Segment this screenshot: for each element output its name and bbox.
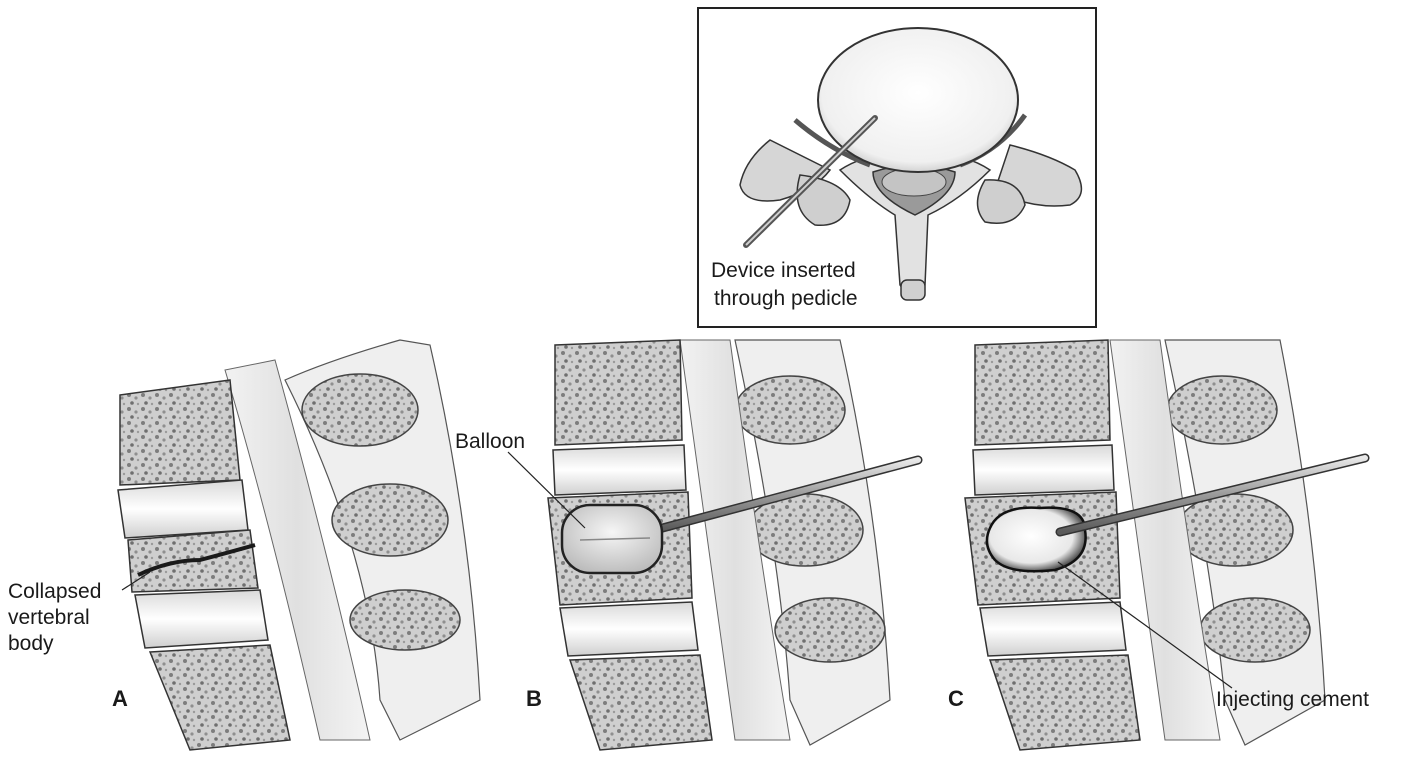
- disc-c-2: [980, 602, 1126, 656]
- disc-b-1: [553, 445, 686, 495]
- vertebra-c-top: [975, 340, 1110, 445]
- disc-c-1: [973, 445, 1114, 495]
- caption-b: Balloon: [455, 430, 525, 453]
- caption-c: Injecting cement: [1216, 688, 1369, 711]
- cement-mass: [987, 508, 1086, 572]
- vertebra-c-bottom: [990, 655, 1140, 750]
- caption-a-line3: body: [8, 632, 54, 655]
- caption-a-line2: vertebral: [8, 606, 90, 629]
- disc-a-2: [135, 590, 268, 648]
- panel-a: Collapsed vertebral body A: [8, 340, 480, 750]
- disc-a-1: [118, 480, 248, 538]
- vertebra-b-top: [555, 340, 682, 445]
- panel-letter-a: A: [112, 686, 128, 711]
- collapsed-vertebra-a: [128, 530, 258, 592]
- panel-c: Injecting cement C: [948, 340, 1369, 750]
- vertebra-a-bottom: [150, 645, 290, 750]
- panel-letter-b: B: [526, 686, 542, 711]
- inset-caption-line2: through pedicle: [714, 287, 858, 310]
- vertebra-a-top: [120, 380, 240, 485]
- disc-b-2: [560, 602, 698, 656]
- caption-a-line1: Collapsed: [8, 580, 101, 603]
- vertebra-b-bottom: [570, 655, 712, 750]
- inset-caption-line1: Device inserted: [711, 259, 856, 282]
- panel-letter-c: C: [948, 686, 964, 711]
- panel-b: Balloon B: [455, 340, 918, 750]
